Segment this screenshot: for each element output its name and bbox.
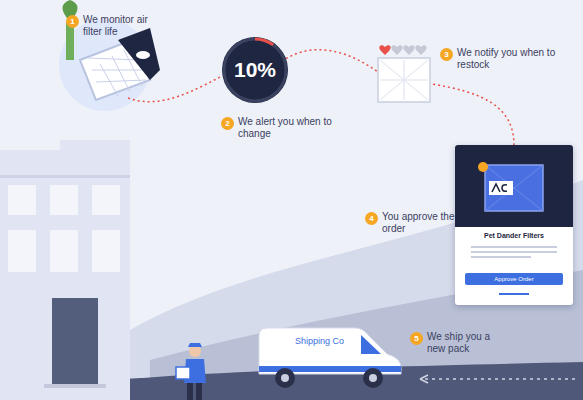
percent-value: 10%	[234, 58, 276, 82]
ring-progress	[255, 39, 273, 45]
ring-track	[224, 39, 286, 101]
order-card: Pet Dander FiltersApprove Order	[455, 145, 573, 305]
callout-number: 1	[66, 15, 79, 28]
badge	[478, 162, 488, 172]
brand-patch	[489, 181, 513, 195]
van-label: Shipping Co	[295, 336, 344, 346]
step-label: We notify you when to restock	[457, 47, 557, 71]
van-window	[361, 335, 381, 354]
van-shape	[255, 322, 403, 390]
filter-box	[485, 165, 543, 211]
delivery-van: Shipping Co	[255, 322, 403, 390]
wheel	[363, 368, 383, 388]
callout-number: 3	[440, 48, 453, 61]
approve-button: Approve Order	[465, 273, 563, 285]
text-line	[471, 251, 557, 253]
callout-number: 5	[410, 332, 423, 345]
percent-circle: 10%	[222, 37, 288, 103]
link-mark	[499, 293, 529, 295]
link-line	[455, 291, 573, 297]
product-image	[455, 145, 573, 227]
callout-number: 4	[365, 212, 378, 225]
step-label: You approve the order	[382, 211, 464, 235]
description-lines	[455, 246, 573, 266]
step-label: We monitor air filter life	[83, 14, 163, 38]
brand-mark	[492, 184, 507, 192]
hub	[369, 374, 377, 382]
step-label: We ship you a new pack	[427, 331, 509, 355]
step-label: We alert you when to change	[238, 116, 334, 140]
wheel	[275, 368, 295, 388]
button-text: Approve Order	[494, 276, 533, 282]
filter-lines	[485, 165, 543, 211]
text-line	[471, 256, 531, 258]
card-header	[455, 145, 573, 227]
card-title: Pet Dander Filters	[459, 232, 569, 239]
van-body	[259, 328, 401, 374]
callout-number: 2	[221, 117, 234, 130]
text-line	[471, 246, 557, 248]
hub	[281, 374, 289, 382]
